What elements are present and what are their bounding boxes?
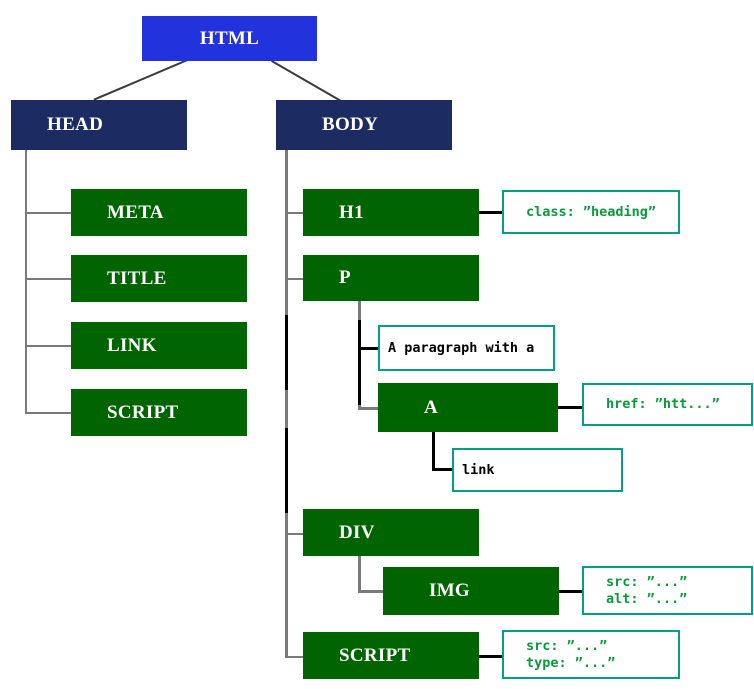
node-body[interactable]: BODY: [276, 100, 452, 150]
connector-body-spine-upper: [285, 150, 288, 315]
attrbox-script-text: src: ”...”type: ”...”: [504, 638, 615, 672]
attrbox-img-src: src: ”...”: [606, 573, 688, 590]
node-head-label: HEAD: [47, 114, 104, 135]
node-img-label: IMG: [429, 580, 471, 601]
node-div[interactable]: DIV: [303, 509, 479, 556]
node-script-head[interactable]: SCRIPT: [71, 389, 247, 436]
attrbox-script-type: type: ”...”: [526, 654, 616, 671]
connector-body-spine-seg3: [285, 428, 288, 513]
node-meta-label: META: [107, 201, 164, 223]
connector-head-script: [25, 412, 71, 414]
connector-body-spine-seg2: [285, 390, 288, 428]
attrbox-script[interactable]: src: ”...”type: ”...”: [502, 630, 680, 679]
connector-p-a: [358, 407, 380, 410]
connector-a-attrs: [557, 406, 583, 409]
node-html[interactable]: HTML: [142, 16, 317, 61]
connector-head-title: [25, 278, 71, 280]
connector-body-spine-seg1: [285, 315, 288, 390]
connector-div-img: [358, 590, 384, 593]
node-link[interactable]: LINK: [71, 322, 247, 369]
node-div-label: DIV: [339, 521, 375, 543]
textbox-a-text[interactable]: link: [452, 448, 623, 492]
attrbox-a-href-text: href: ”htt...”: [606, 396, 720, 412]
connector-body-div: [285, 533, 305, 535]
attrbox-a-href[interactable]: href: ”htt...”: [582, 383, 753, 426]
connector-head-meta: [25, 212, 71, 214]
node-body-label: BODY: [322, 114, 379, 135]
connector-a-spine: [432, 432, 435, 470]
node-link-label: LINK: [107, 334, 157, 356]
attrbox-script-src: src: ”...”: [526, 637, 608, 654]
connector-a-text: [432, 468, 454, 471]
node-meta[interactable]: META: [71, 189, 247, 236]
connector-p-spine-top: [358, 300, 361, 320]
connector-body-h1: [285, 212, 305, 214]
node-a[interactable]: A: [378, 383, 558, 432]
connector-head-spine: [25, 150, 27, 414]
textbox-a-text-content: link: [462, 461, 495, 478]
connector-html-head: [93, 58, 190, 101]
node-h1-label: H1: [339, 201, 364, 223]
node-html-label: HTML: [199, 27, 260, 49]
node-script-body[interactable]: SCRIPT: [303, 632, 479, 679]
attrbox-img[interactable]: src: ”...”alt: ”...”: [582, 566, 753, 615]
node-head[interactable]: HEAD: [11, 100, 187, 150]
node-p-label: P: [339, 267, 351, 288]
node-img[interactable]: IMG: [383, 567, 559, 615]
connector-p-text: [358, 347, 380, 350]
node-p[interactable]: P: [303, 255, 479, 301]
connector-div-spine: [358, 556, 361, 593]
connector-script-attrs: [478, 655, 503, 658]
node-title[interactable]: TITLE: [71, 255, 247, 302]
connector-head-link: [25, 345, 71, 347]
attrbox-img-alt: alt: ”...”: [606, 590, 688, 607]
attrbox-h1-class[interactable]: class: ”heading”: [502, 190, 680, 234]
node-title-label: TITLE: [107, 267, 167, 289]
textbox-p-text[interactable]: A paragraph with a: [378, 325, 555, 371]
connector-body-p: [285, 278, 305, 280]
connector-html-body: [271, 60, 342, 102]
connector-img-attrs: [558, 590, 583, 593]
connector-h1-attrs: [478, 211, 503, 214]
attrbox-img-text: src: ”...”alt: ”...”: [584, 574, 687, 608]
connector-body-spine-lower: [285, 513, 288, 658]
node-h1[interactable]: H1: [303, 189, 479, 236]
textbox-p-text-content: A paragraph with a: [388, 339, 535, 356]
node-a-label: A: [424, 396, 439, 418]
connector-body-script: [285, 656, 305, 658]
connector-p-spine: [358, 320, 361, 405]
node-script-body-label: SCRIPT: [339, 644, 411, 666]
attrbox-h1-class-text: class: ”heading”: [526, 203, 657, 220]
node-script-head-label: SCRIPT: [107, 401, 179, 423]
